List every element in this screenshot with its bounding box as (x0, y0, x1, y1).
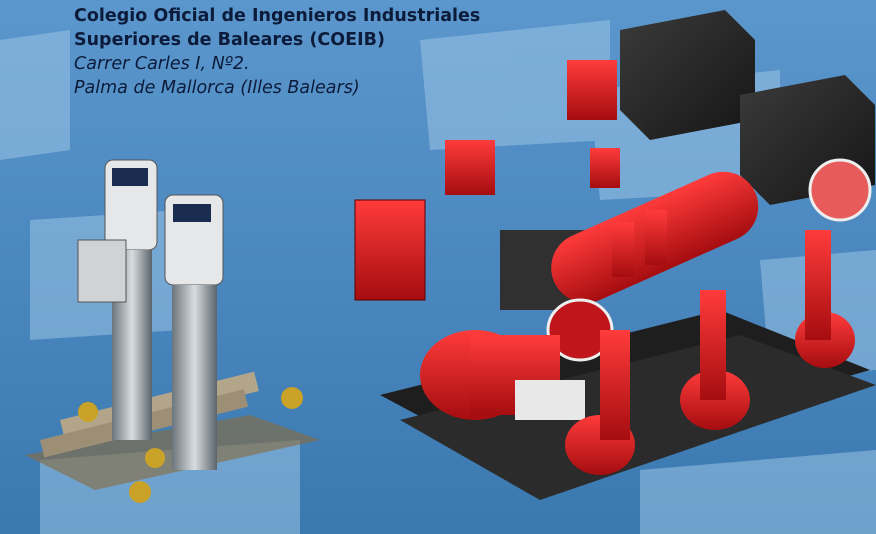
address-street: Carrer Carles I, Nº2. (74, 54, 250, 74)
fire-pump-set-illustration (354, 10, 876, 500)
caption-block: Colegio Oficial de Ingenieros Industrial… (74, 4, 544, 100)
booster-pump-set-illustration (25, 159, 320, 503)
address-city: Palma de Mallorca (Illes Balears) (74, 78, 360, 98)
organization-name-line-2: Superiores de Baleares (COEIB) (74, 30, 385, 50)
organization-name-line-1: Colegio Oficial de Ingenieros Industrial… (74, 6, 481, 26)
